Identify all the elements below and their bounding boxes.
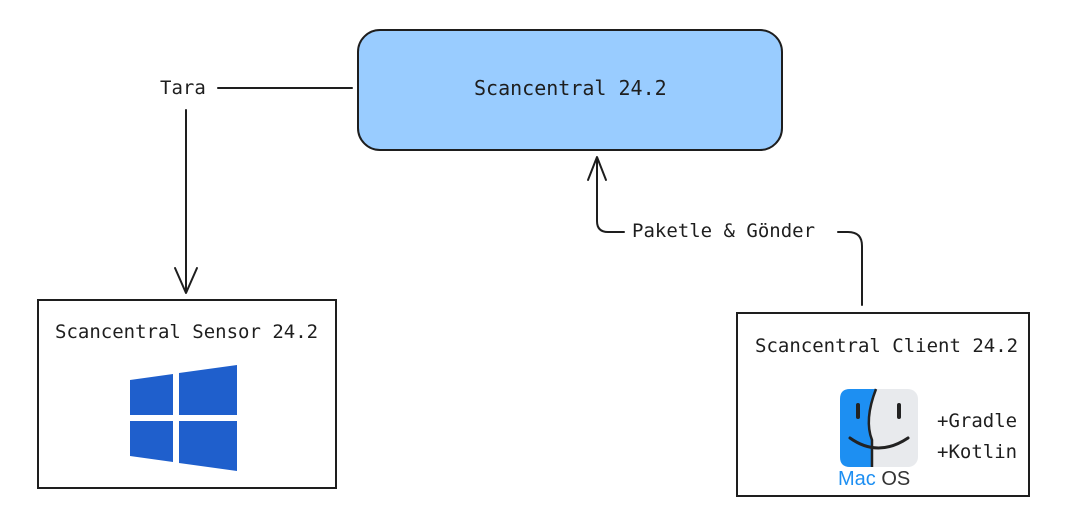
macos-finder-icon bbox=[840, 388, 918, 467]
scan-arrowhead bbox=[174, 267, 198, 294]
windows-logo-icon bbox=[130, 365, 237, 471]
server-label: Scancentral 24.2 bbox=[474, 76, 667, 100]
client-extra-kotlin: +Kotlin bbox=[937, 441, 1018, 463]
package-arrowhead bbox=[587, 156, 607, 181]
package-edge-left bbox=[596, 157, 625, 233]
client-extra-gradle: +Gradle bbox=[937, 410, 1018, 432]
macos-text-mac: Mac bbox=[838, 468, 876, 490]
scan-edge-label: Tara bbox=[160, 77, 206, 99]
package-edge-label: Paketle & Gönder bbox=[632, 220, 816, 242]
client-label: Scancentral Client 24.2 bbox=[755, 335, 1019, 357]
macos-text: Mac OS bbox=[838, 469, 910, 489]
sensor-label: Scancentral Sensor 24.2 bbox=[55, 321, 319, 343]
server-node[interactable] bbox=[357, 29, 783, 151]
macos-text-os: OS bbox=[881, 468, 911, 490]
client-node[interactable] bbox=[736, 312, 1030, 497]
package-edge-right bbox=[837, 231, 863, 306]
sensor-node[interactable] bbox=[37, 299, 337, 489]
